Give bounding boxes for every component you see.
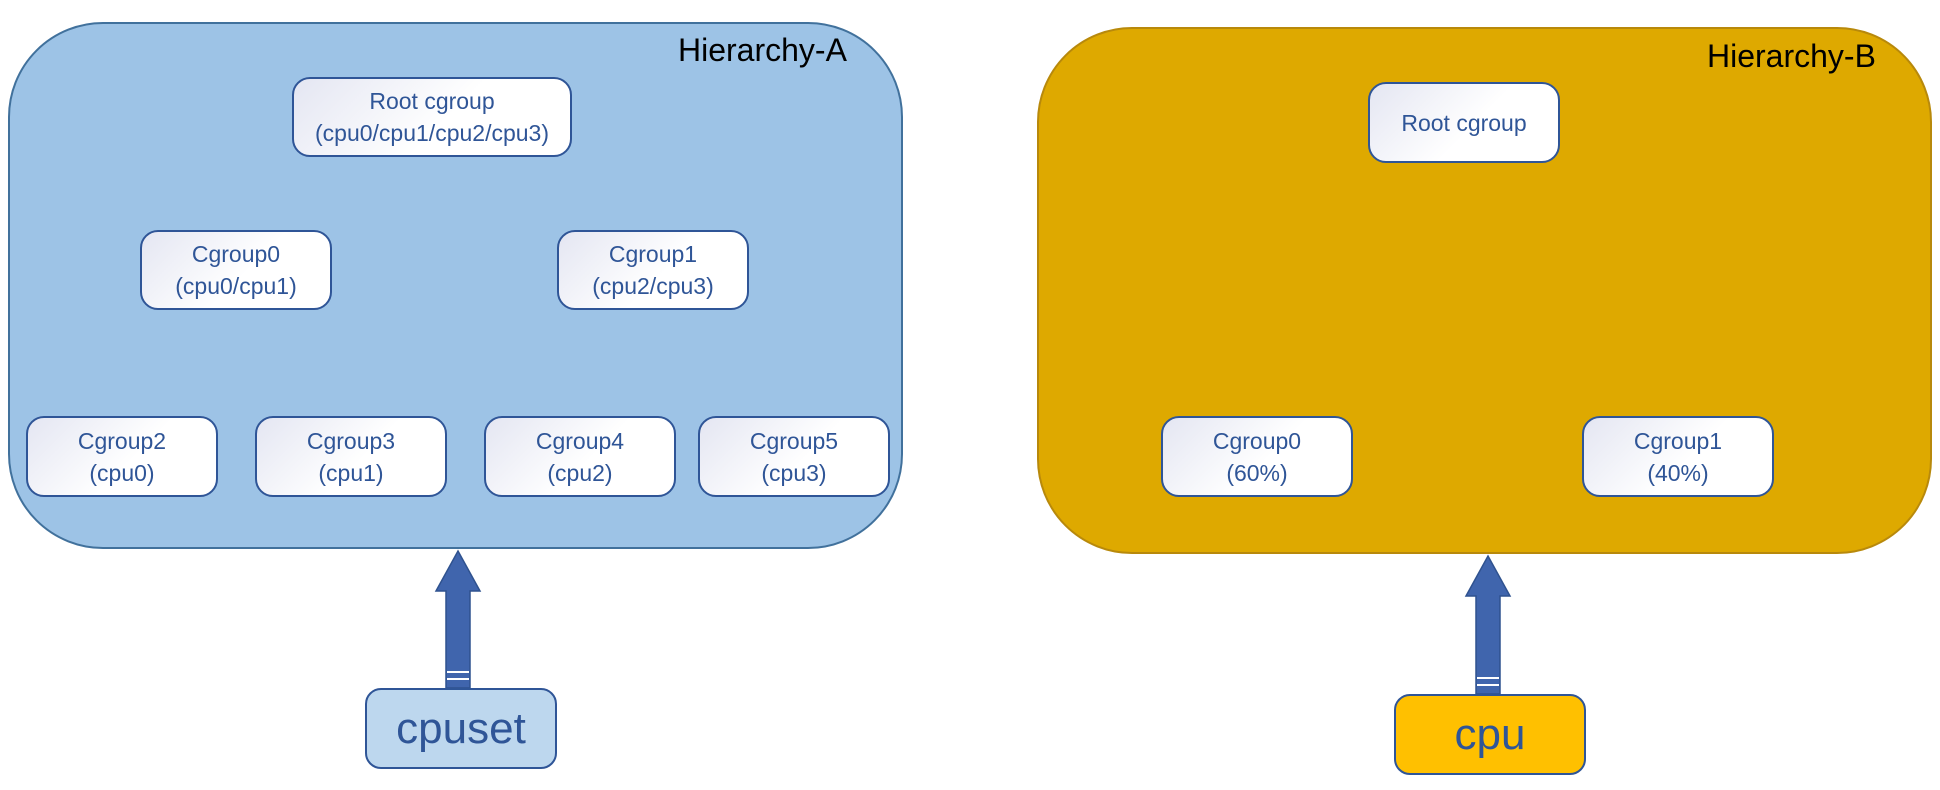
hierarchy-b-title: Hierarchy-B [1707,38,1876,74]
cpu-subsystem-box: cpu [1394,694,1586,775]
subsystem-label: cpu [1454,709,1526,759]
hierarchy-a-root-node: Root cgroup (cpu0/cpu1/cpu2/cpu3) [292,77,572,157]
hierarchy-a-cgroup1-node: Cgroup1 (cpu2/cpu3) [557,230,749,310]
hierarchy-a-cgroup2-node: Cgroup2 (cpu0) [26,416,218,497]
cpu-to-hierarchy-b-arrow [1464,554,1512,695]
cpuset-subsystem-box: cpuset [365,688,557,769]
node-sublabel: (60%) [1226,459,1288,486]
hierarchy-a-title: Hierarchy-A [678,32,847,68]
node-label: Cgroup4 [535,427,625,454]
cpuset-to-hierarchy-a-arrow [434,549,482,689]
node-sublabel: (cpu0/cpu1/cpu2/cpu3) [315,120,549,146]
node-sublabel: (40%) [1647,459,1709,486]
hierarchy-a-cgroup3-node: Cgroup3 (cpu1) [255,416,447,497]
node-label: Cgroup0 [191,241,281,267]
node-label: Cgroup2 [77,427,167,454]
node-sublabel: (cpu0/cpu1) [175,273,297,299]
node-label: Cgroup1 [608,241,698,267]
node-label: Cgroup3 [306,427,396,454]
node-sublabel: (cpu3) [761,459,827,486]
node-label: Cgroup0 [1212,427,1302,454]
node-sublabel: (cpu2) [547,459,613,486]
node-sublabel: (cpu2/cpu3) [592,273,714,299]
node-label: Cgroup1 [1633,427,1723,454]
hierarchy-a-cgroup4-node: Cgroup4 (cpu2) [484,416,676,497]
hierarchy-b-cgroup0-node: Cgroup0 (60%) [1161,416,1353,497]
node-label: Root cgroup [1401,109,1527,136]
hierarchy-b-cgroup1-node: Cgroup1 (40%) [1582,416,1774,497]
node-sublabel: (cpu1) [318,459,384,486]
node-sublabel: (cpu0) [89,459,155,486]
hierarchy-b-root-node: Root cgroup [1368,82,1560,163]
node-label: Cgroup5 [749,427,839,454]
hierarchy-a-cgroup0-node: Cgroup0 (cpu0/cpu1) [140,230,332,310]
hierarchy-a-cgroup5-node: Cgroup5 (cpu3) [698,416,890,497]
subsystem-label: cpuset [396,703,526,753]
node-label: Root cgroup [369,88,495,114]
